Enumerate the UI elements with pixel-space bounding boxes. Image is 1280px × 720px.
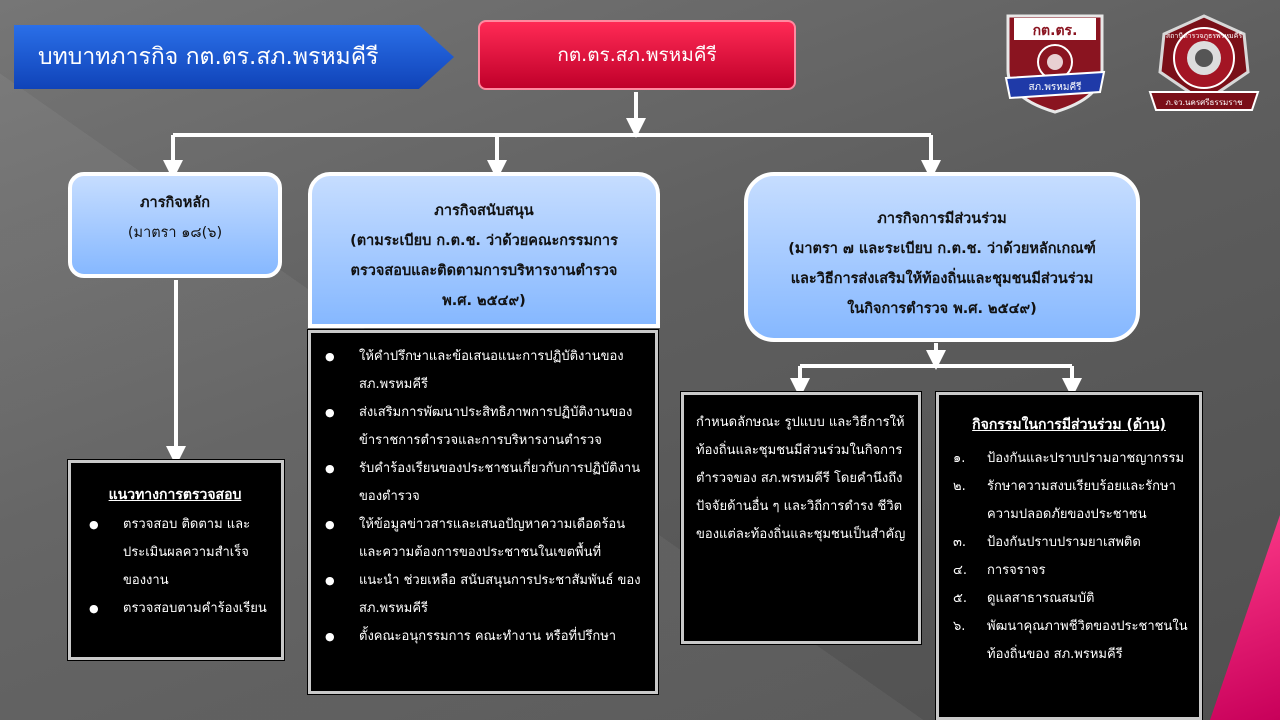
item-text: รักษาความสงบเรียบร้อยและรักษาความปลอดภัย…: [987, 479, 1176, 522]
participation-description: กำหนดลักษณะ รูปแบบ และวิธีการให้ท้องถิ่น…: [696, 415, 906, 542]
item-number: ๔.: [953, 563, 967, 578]
support-mission-line: พ.ศ. ๒๕๔๙): [442, 293, 526, 309]
item-text: ป้องกันและปราบปรามอาชญากรรม: [987, 451, 1185, 466]
activities-title: กิจกรรมในการมีส่วนร่วม: [972, 417, 1122, 433]
list-item: ตั้งคณะอนุกรรมการ คณะทำงาน หรือที่ปรึกษา: [315, 623, 645, 651]
list-item: ให้คำปรึกษาและข้อเสนอแนะการปฏิบัติงานของ…: [315, 343, 645, 399]
item-number: ๖.: [953, 619, 966, 634]
list-item: แนะนำ ช่วยเหลือ สนับสนุนการประชาสัมพันธ์…: [315, 567, 645, 623]
participation-mission-box: ภารกิจการมีส่วนร่วม (มาตรา ๗ และระเบียบ …: [744, 172, 1140, 342]
item-number: ๑.: [953, 451, 966, 466]
list-item: ๖. พัฒนาคุณภาพชีวิตของประชาชนในท้องถิ่นขอ…: [943, 613, 1195, 669]
activities-heading: กิจกรรมในการมีส่วนร่วม (ด้าน): [943, 411, 1195, 439]
page-title: บทบาทภารกิจ กต.ตร.สภ.พรหมคีรี: [38, 44, 379, 70]
logo-bottom-text: สภ.พรหมคีรี: [1028, 81, 1082, 93]
item-text: ดูแลสาธารณสมบัติ: [987, 591, 1095, 606]
list-item: ตรวจสอบ ติดตาม และประเมินผลความสำเร็จของ…: [79, 511, 271, 595]
support-mission-title: ภารกิจสนับสนุน: [434, 203, 534, 219]
logo-top-text: สถานีตำรวจภูธรพรหมคีรี: [1166, 32, 1242, 40]
logo-bottom-text: ภ.จว.นครศรีธรรมราช: [1166, 98, 1244, 107]
participation-mission-line: ในกิจการตำรวจ พ.ศ. ๒๕๔๙): [847, 301, 1037, 317]
activities-box: กิจกรรมในการมีส่วนร่วม (ด้าน) ๑. ป้องกันแ…: [935, 391, 1203, 720]
item-number: ๓.: [953, 535, 967, 550]
list-item: ตรวจสอบตามคำร้องเรียน: [79, 595, 271, 623]
support-items-box: ให้คำปรึกษาและข้อเสนอแนะการปฏิบัติงานของ…: [307, 329, 659, 695]
list-item: ๒. รักษาความสงบเรียบร้อยและรักษาความปลอดภ…: [943, 473, 1195, 529]
main-mission-subtitle: (มาตรา ๑๘(๖): [127, 225, 223, 241]
main-mission-title: ภารกิจหลัก: [140, 195, 210, 211]
support-mission-box: ภารกิจสนับสนุน (ตามระเบียบ ก.ต.ช. ว่าด้ว…: [308, 172, 660, 328]
guidelines-title: แนวทางการตรวจสอบ: [108, 487, 242, 503]
support-mission-line: (ตามระเบียบ ก.ต.ช. ว่าด้วยคณะกรรมการ: [350, 233, 618, 249]
main-mission-box: ภารกิจหลัก (มาตรา ๑๘(๖): [68, 172, 282, 278]
activities-title-suffix: (ด้าน): [1121, 417, 1166, 433]
list-item: ๑. ป้องกันและปราบปรามอาชญากรรม: [943, 445, 1195, 473]
top-node: กต.ตร.สภ.พรหมคีรี: [478, 20, 796, 90]
top-node-title: กต.ตร.สภ.พรหมคีรี: [557, 44, 717, 66]
list-item: ๓. ป้องกันปราบปรามยาเสพติด: [943, 529, 1195, 557]
support-mission-line: ตรวจสอบและติดตามการบริหารงานตำรวจ: [350, 263, 618, 279]
guidelines-box: แนวทางการตรวจสอบ ตรวจสอบ ติดตาม และประเม…: [67, 459, 285, 661]
participation-mission-line: และวิธีการส่งเสริมให้ท้องถิ่นและชุมชนมีส…: [790, 271, 1094, 287]
logo-top-text: กต.ตร.: [1033, 23, 1078, 39]
item-number: ๕.: [953, 591, 967, 606]
item-text: ป้องกันปราบปรามยาเสพติด: [987, 535, 1141, 550]
kt-tr-shield-logo: กต.ตร. สภ.พรหมคีรี: [1004, 14, 1106, 114]
item-number: ๒.: [953, 479, 966, 494]
list-item: รับคำร้องเรียนของประชาชนเกี่ยวกับการปฏิบ…: [315, 455, 645, 511]
participation-description-box: กำหนดลักษณะ รูปแบบ และวิธีการให้ท้องถิ่น…: [680, 391, 922, 645]
item-text: การจราจร: [987, 563, 1046, 578]
list-item: ส่งเสริมการพัฒนาประสิทธิภาพการปฏิบัติงาน…: [315, 399, 645, 455]
list-item: ๕. ดูแลสาธารณสมบัติ: [943, 585, 1195, 613]
police-station-badge-logo: สถานีตำรวจภูธรพรหมคีรี ภ.จว.นครศรีธรรมรา…: [1148, 14, 1260, 111]
participation-mission-line: (มาตรา ๗ และระเบียบ ก.ต.ช. ว่าด้วยหลักเก…: [788, 241, 1096, 257]
pink-corner-decoration: [1210, 515, 1280, 720]
participation-mission-title: ภารกิจการมีส่วนร่วม: [877, 211, 1007, 227]
list-item: ๔. การจราจร: [943, 557, 1195, 585]
list-item: ให้ข้อมูลข่าวสารและเสนอปัญหาความเดือดร้อ…: [315, 511, 645, 567]
item-text: พัฒนาคุณภาพชีวิตของประชาชนในท้องถิ่นของ …: [987, 619, 1188, 662]
page-title-banner: บทบาทภารกิจ กต.ตร.สภ.พรหมคีรี: [14, 25, 454, 89]
